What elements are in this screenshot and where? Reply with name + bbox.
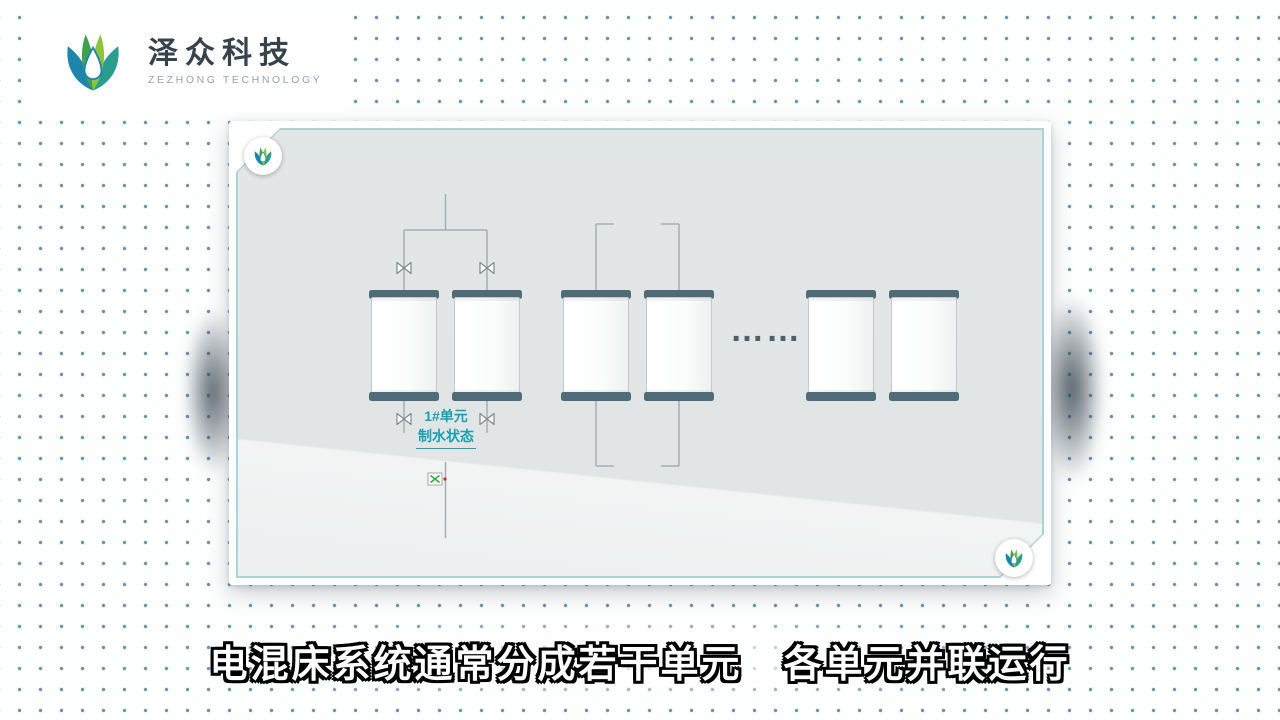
vessel-top-cap [369, 290, 439, 299]
card-corner-logo-topleft [244, 137, 282, 175]
brand-name: 泽众科技 [148, 36, 296, 70]
vessel-body [891, 297, 957, 394]
valve-icon [397, 263, 494, 425]
vessel-bottom-cap [369, 392, 439, 401]
pump-status-icon [428, 473, 447, 485]
vessel-body [563, 297, 629, 394]
vessel-top-cap [644, 290, 714, 299]
vessel [563, 290, 629, 401]
unit1-label-line1: 1#单元 [424, 408, 468, 424]
vessel-bottom-cap [644, 392, 714, 401]
vessel-bottom-cap [889, 392, 959, 401]
brand-name-en: ZEZHONG TECHNOLOGY [148, 73, 323, 86]
vessel-bottom-cap [806, 392, 876, 401]
zezhong-logo-icon [254, 147, 272, 166]
vessel [808, 290, 874, 401]
vessel [646, 290, 712, 401]
vessel-bottom-cap [561, 392, 631, 401]
vessel-body [646, 297, 712, 394]
vessel [454, 290, 520, 401]
brand-header: 泽众科技 ZEZHONG TECHNOLOGY [56, 24, 322, 98]
vessel [371, 290, 437, 401]
zezhong-logo-icon [66, 33, 120, 92]
vessel-body [808, 297, 874, 394]
parallel-units-diagram: 1#单元 制水状态 …… [238, 130, 1042, 576]
vessel-top-cap [561, 290, 631, 299]
vessel [891, 290, 957, 401]
zezhong-logo-icon [1005, 549, 1023, 568]
vessel-bottom-cap [452, 392, 522, 401]
vessel-top-cap [806, 290, 876, 299]
more-units-ellipsis: …… [730, 311, 802, 349]
slide-panel: 1#单元 制水状态 …… [238, 130, 1042, 576]
vessel-body [454, 297, 520, 394]
brand-text: 泽众科技 ZEZHONG TECHNOLOGY [148, 37, 322, 86]
subtitle-glow [170, 612, 1110, 708]
unit1-label-line2: 制水状态 [416, 426, 476, 449]
vessel-top-cap [452, 290, 522, 299]
unit1-status-label: 1#单元 制水状态 [400, 406, 492, 449]
subtitle-caption: 电混床系统通常分成若干单元 各单元并联运行 [209, 644, 1071, 686]
piping-lines [238, 130, 1042, 576]
vessel-top-cap [889, 290, 959, 299]
card-corner-logo-bottomright [995, 539, 1033, 577]
vessel-body [371, 297, 437, 394]
slide-card: 1#单元 制水状态 …… [229, 121, 1051, 585]
